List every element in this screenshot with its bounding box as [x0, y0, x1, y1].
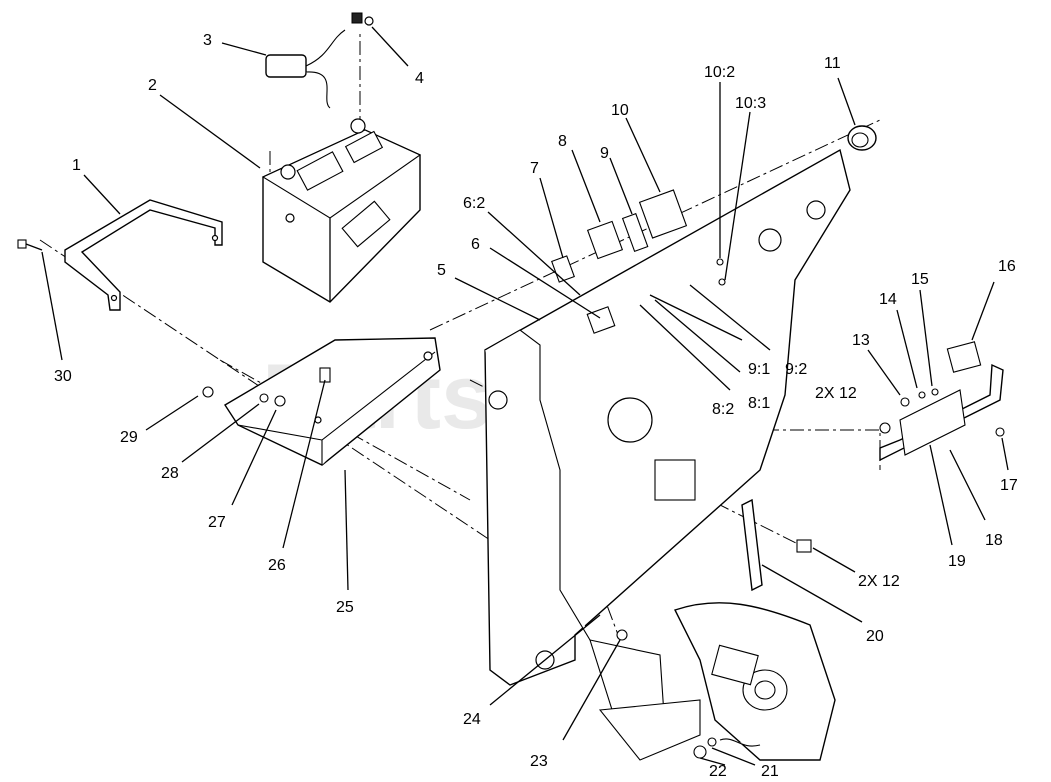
callout-6-2: 6:2	[463, 195, 485, 212]
callout-14: 14	[879, 291, 897, 308]
bolt-30	[17, 239, 43, 251]
callout-16: 16	[998, 258, 1016, 275]
callout-20: 20	[866, 628, 884, 645]
battery-cable-cover	[265, 29, 346, 109]
callout-10-2: 10:2	[704, 64, 735, 81]
callout-17: 17	[1000, 477, 1018, 494]
battery-cable-end	[351, 12, 374, 26]
callout-13: 13	[852, 332, 870, 349]
bolt-12-right	[796, 539, 812, 553]
starter-motor	[616, 602, 836, 761]
battery-tray	[224, 337, 441, 466]
callout-9: 9	[600, 145, 609, 162]
callout-23: 23	[530, 753, 548, 770]
callout-25: 25	[336, 599, 354, 616]
grommet-plug	[847, 125, 877, 151]
callout-2x12-lower: 2X 12	[858, 573, 900, 590]
callout-9-1: 9:1	[748, 361, 770, 378]
callout-10-3: 10:3	[735, 95, 766, 112]
callout-8: 8	[558, 133, 567, 150]
callout-8-2: 8:2	[712, 401, 734, 418]
callout-8-1: 8:1	[748, 395, 770, 412]
leader-lines	[41, 26, 1009, 766]
callout-26: 26	[268, 557, 286, 574]
battery	[261, 118, 422, 303]
strip-20	[741, 498, 763, 592]
callout-22: 22	[709, 763, 727, 780]
tray-hardware	[202, 367, 331, 407]
callout-15: 15	[911, 271, 929, 288]
relay-bracket	[879, 341, 1005, 462]
callout-3: 3	[203, 32, 212, 49]
callout-19: 19	[948, 553, 966, 570]
callout-10: 10	[611, 102, 629, 119]
callout-24: 24	[463, 711, 481, 728]
callout-5: 5	[437, 262, 446, 279]
callout-6: 6	[471, 236, 480, 253]
callout-30: 30	[54, 368, 72, 385]
callout-29: 29	[120, 429, 138, 446]
callout-28: 28	[161, 465, 179, 482]
callout-27: 27	[208, 514, 226, 531]
callout-18: 18	[985, 532, 1003, 549]
callout-1: 1	[72, 157, 81, 174]
callout-21: 21	[761, 763, 779, 780]
switch-components	[551, 189, 726, 334]
callout-11: 11	[824, 55, 841, 72]
callout-labels: 1 2 3 4 5 6 6:2 7 8 8:1 8:2 9 9:1 9:2 10…	[54, 32, 1018, 780]
callout-4: 4	[415, 70, 424, 87]
callout-9-2: 9:2	[785, 361, 807, 378]
frame-panel	[484, 148, 851, 761]
callout-2: 2	[148, 77, 157, 94]
battery-hold-down-bracket	[64, 199, 223, 311]
callout-7: 7	[530, 160, 539, 177]
callout-2x12-upper: 2X 12	[815, 385, 857, 402]
